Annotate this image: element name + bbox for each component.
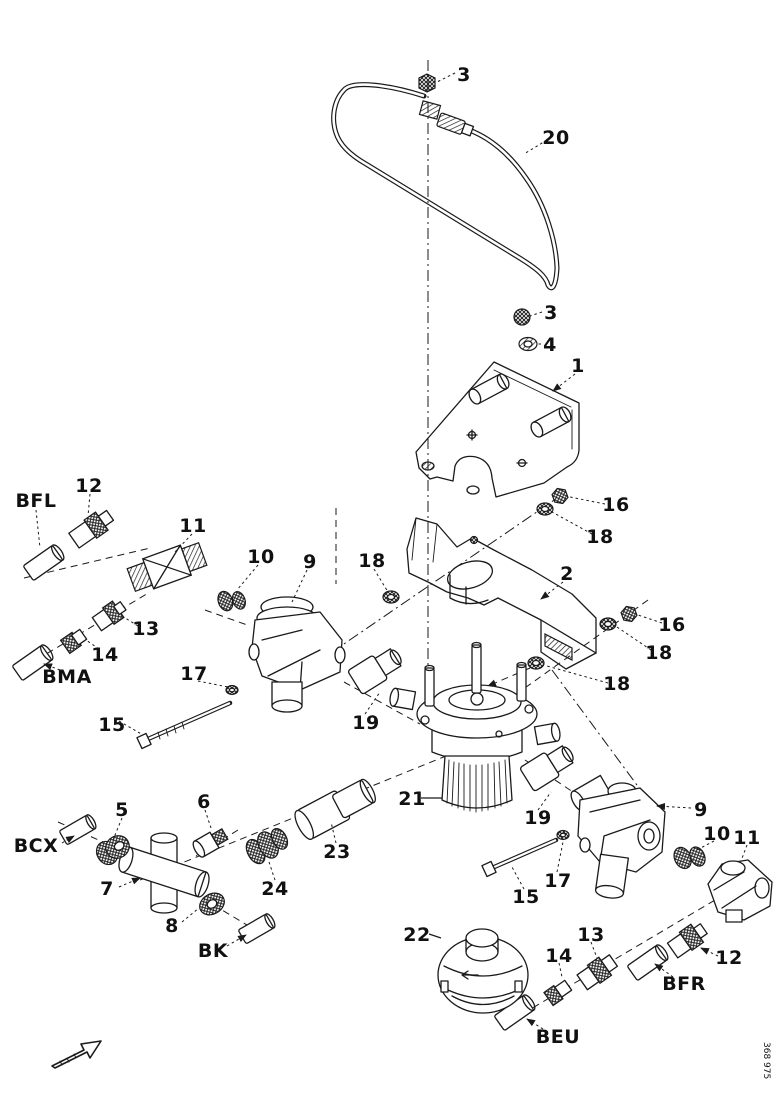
part-nut-5: [95, 835, 130, 866]
leader-lines: [35, 72, 748, 1030]
part-bracket-2: [406, 517, 597, 670]
part-fitting-6: [192, 827, 229, 858]
callout-2: 2: [560, 563, 574, 585]
part-washer-4: [518, 336, 538, 352]
assembly-axes: [15, 491, 733, 1027]
part-sleeve-bk: [238, 913, 276, 944]
callout-15-right: 15: [512, 886, 539, 908]
bracket-standoff-a: [468, 373, 510, 405]
hose-end-fitting: [436, 112, 475, 137]
ref-label-bk: BK: [198, 940, 229, 962]
callout-3-mid: 3: [544, 302, 558, 324]
callout-23: 23: [323, 841, 350, 863]
part-nut-16-b: [620, 605, 638, 623]
callout-11-right: 11: [733, 827, 760, 849]
callout-24: 24: [261, 878, 288, 900]
orientation-arrow: [51, 1040, 102, 1069]
part-hose-20: [331, 82, 560, 291]
part-washer-17-right: [556, 829, 570, 841]
part-fitting-12-right: [666, 923, 708, 959]
callout-11-left: 11: [179, 515, 206, 537]
part-union-11-left: [126, 541, 208, 593]
callout-4: 4: [543, 334, 557, 356]
callout-19-left: 19: [352, 712, 379, 734]
part-sleeve-bma: [12, 644, 54, 681]
callout-1: 1: [571, 355, 585, 377]
callout-19-right: 19: [524, 807, 551, 829]
callout-7: 7: [100, 878, 114, 900]
callout-12-left: 12: [75, 475, 102, 497]
part-nut-16-a: [551, 487, 569, 505]
part-nut-3-mid: [513, 308, 531, 326]
part-fitting-19-left: [348, 648, 402, 695]
callout-14-left: 14: [91, 644, 118, 666]
callout-18-a: 18: [586, 526, 613, 548]
ref-label-bfr: BFR: [662, 973, 706, 995]
part-cross-7: [118, 832, 210, 914]
callout-18-b: 18: [645, 642, 672, 664]
part-sleeve-bfr: [627, 944, 669, 981]
part-washer-18-b: [599, 617, 617, 631]
callout-18-c: 18: [603, 673, 630, 695]
part-fitting-13-right: [576, 954, 619, 991]
callout-5: 5: [115, 799, 129, 821]
callout-10-right: 10: [703, 823, 730, 845]
part-cap-22: [437, 928, 529, 1014]
part-fitting-24: [245, 828, 289, 865]
callout-3-top: 3: [457, 64, 471, 86]
ref-label-beu: BEU: [536, 1026, 580, 1048]
callout-9-left: 9: [303, 551, 317, 573]
callout-12-right: 12: [715, 947, 742, 969]
part-valve-21: [389, 641, 561, 813]
callout-13-left: 13: [132, 618, 159, 640]
callout-9-right: 9: [694, 799, 708, 821]
callout-6: 6: [197, 791, 211, 813]
part-washer-10-left: [217, 590, 246, 612]
part-bracket-1: [415, 361, 580, 498]
callout-18-left: 18: [358, 550, 385, 572]
part-washer-18-c: [527, 656, 545, 670]
callout-17-right: 17: [544, 870, 571, 892]
part-washer-18-a: [536, 502, 554, 516]
part-nut-8: [199, 892, 225, 916]
callout-13-right: 13: [577, 924, 604, 946]
part-fitting-14-right: [543, 979, 573, 1007]
part-sleeve-bcx: [59, 814, 97, 845]
callout-20: 20: [542, 127, 569, 149]
part-washer-17-left: [225, 684, 239, 696]
part-bolt-15-left: [136, 700, 233, 750]
callout-21: 21: [398, 788, 425, 810]
part-fitting-12-left: [68, 509, 115, 549]
ref-label-bcx: BCX: [14, 835, 59, 857]
part-fitting-19-right: [520, 745, 574, 792]
callout-15-left: 15: [98, 714, 125, 736]
part-union-11-right: [707, 859, 773, 923]
bracket-standoff-b: [530, 406, 572, 438]
part-valve-9-right: [570, 774, 666, 899]
part-nut-3-top: [418, 73, 442, 120]
ref-label-bma: BMA: [42, 666, 92, 688]
callout-16-a: 16: [602, 494, 629, 516]
callout-16-b: 16: [658, 614, 685, 636]
part-sleeve-23: [294, 778, 376, 840]
callout-10-left: 10: [247, 546, 274, 568]
callout-14-right: 14: [545, 945, 572, 967]
drawing-number: 368 975: [761, 1042, 771, 1079]
callout-17-left: 17: [180, 663, 207, 685]
part-fitting-13-left: [91, 600, 127, 632]
part-sleeve-bfl: [23, 544, 65, 581]
part-washer-18-left: [382, 590, 400, 604]
callout-22: 22: [403, 924, 430, 946]
callout-8: 8: [165, 915, 179, 937]
part-bolt-15-right: [481, 837, 559, 878]
part-fitting-14-left: [59, 628, 88, 655]
part-valve-9-left: [248, 596, 346, 713]
part-washer-10-right: [673, 846, 706, 870]
ref-label-bfl: BFL: [15, 490, 56, 512]
callout-labels: 3 20 3 4 1 16 18 2 16 18 18 BFL 12 11 10…: [14, 64, 761, 1048]
